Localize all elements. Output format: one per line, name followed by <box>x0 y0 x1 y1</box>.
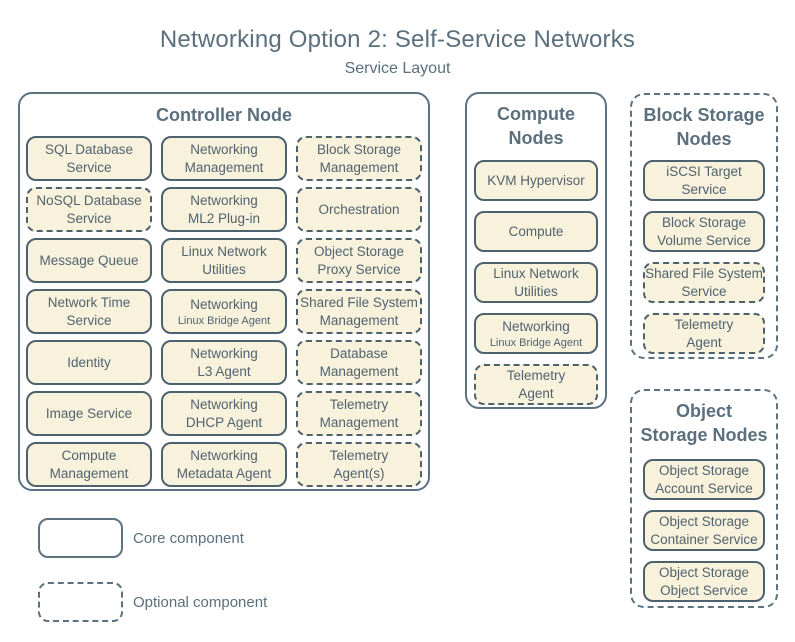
service-sql-database-service: SQL Database Service <box>26 136 152 181</box>
service-label: Networking ML2 Plug-in <box>187 192 261 226</box>
service-shared-file-system-management: Shared File System Management <box>296 289 422 334</box>
service-label: Networking L3 Agent <box>190 345 258 379</box>
service-label: Linux Network Utilities <box>181 243 267 277</box>
service-block-storage-management: Block Storage Management <box>296 136 422 181</box>
service-image-service: Image Service <box>26 391 152 436</box>
service-label: Block Storage Volume Service <box>657 214 751 248</box>
service-block-storage-volume-service: Block Storage Volume Service <box>643 211 765 252</box>
service-orchestration: Orchestration <box>296 187 422 232</box>
object-storage-nodes-group-title: Object Storage Nodes <box>640 401 768 445</box>
controller-node-services: SQL Database Service Networking Managemen… <box>20 136 428 487</box>
legend-optional-swatch <box>38 582 123 622</box>
service-sublabel: Linux Bridge Agent <box>489 336 583 349</box>
service-shared-file-system-service: Shared File System Service <box>643 262 765 303</box>
service-kvm-hypervisor: KVM Hypervisor <box>474 160 598 201</box>
service-linux-network-utilities: Linux Network Utilities <box>474 262 598 303</box>
service-object-storage-proxy-service: Object Storage Proxy Service <box>296 238 422 283</box>
service-label: Object Storage Object Service <box>658 564 750 598</box>
service-database-management: Database Management <box>296 340 422 385</box>
service-sublabel: Linux Bridge Agent <box>177 314 271 327</box>
service-telemetry-agent: Telemetry Agent <box>474 364 598 405</box>
legend-core-swatch <box>38 518 123 558</box>
service-identity: Identity <box>26 340 152 385</box>
service-label: Telemetry Agent <box>506 367 566 401</box>
service-label: KVM Hypervisor <box>487 172 585 188</box>
service-label: Networking Metadata Agent <box>176 447 272 481</box>
service-label: Block Storage Management <box>316 141 402 175</box>
service-label: Image Service <box>45 405 133 421</box>
service-networking-management: Networking Management <box>161 136 287 181</box>
service-label: Networking <box>502 318 570 334</box>
service-label: Telemetry Agent(s) <box>329 447 389 481</box>
service-label: Shared File System Service <box>645 265 763 299</box>
service-telemetry-agent: Telemetry Agent <box>643 313 765 354</box>
service-compute: Compute <box>474 211 598 252</box>
diagram-title: Networking Option 2: Self-Service Networ… <box>159 26 636 53</box>
service-linux-network-utilities: Linux Network Utilities <box>161 238 287 283</box>
diagram-subtitle: Service Layout <box>344 60 451 77</box>
service-label: NoSQL Database Service <box>36 192 142 226</box>
service-label: Telemetry Agent <box>674 316 734 350</box>
service-label: Telemetry Management <box>319 396 399 430</box>
service-label: Network Time Service <box>47 294 131 328</box>
service-nosql-database-service: NoSQL Database Service <box>26 187 152 232</box>
service-telemetry-management: Telemetry Management <box>296 391 422 436</box>
service-label: Networking DHCP Agent <box>185 396 263 430</box>
service-network-time-service: Network Time Service <box>26 289 152 334</box>
service-networking-dhcp-agent: Networking DHCP Agent <box>161 391 287 436</box>
service-label: Networking <box>190 296 258 312</box>
service-label: iSCSI Target Service <box>666 163 742 197</box>
service-label: SQL Database Service <box>44 141 134 175</box>
service-label: Networking Management <box>184 141 264 175</box>
service-networking-metadata-agent: Networking Metadata Agent <box>161 442 287 487</box>
service-compute-management: Compute Management <box>26 442 152 487</box>
service-label: Shared File System Management <box>300 294 418 328</box>
service-message-queue: Message Queue <box>26 238 152 283</box>
service-label: Database Management <box>319 345 399 379</box>
service-object-storage-object-service: Object Storage Object Service <box>643 561 765 602</box>
service-label: Compute Management <box>49 447 129 481</box>
service-iscsi-target-service: iSCSI Target Service <box>643 160 765 201</box>
legend-optional-label: Optional component <box>133 593 268 611</box>
object-storage-nodes-group: Object Storage Nodes Object Storage Acco… <box>630 389 778 608</box>
service-object-storage-account-service: Object Storage Account Service <box>643 459 765 500</box>
legend-row-core: Core component <box>38 518 267 558</box>
legend-row-optional: Optional component <box>38 582 267 622</box>
legend-core-label: Core component <box>133 529 244 547</box>
service-label: Orchestration <box>318 201 400 217</box>
service-label: Compute <box>508 223 564 239</box>
block-storage-nodes-group: Block Storage Nodes iSCSI Target Service… <box>630 93 778 359</box>
service-label: Object Storage Account Service <box>655 462 753 496</box>
service-label: Object Storage Container Service <box>650 513 758 547</box>
service-label: Identity <box>67 354 111 370</box>
service-label: Message Queue <box>39 252 139 268</box>
service-networking-l3-agent: Networking L3 Agent <box>161 340 287 385</box>
service-networking-ml2-plug-in: Networking ML2 Plug-in <box>161 187 287 232</box>
compute-nodes-group-title: Compute Nodes <box>497 104 575 148</box>
service-label: Object Storage Proxy Service <box>313 243 405 277</box>
service-object-storage-container-service: Object Storage Container Service <box>643 510 765 551</box>
controller-node-group-title: Controller Node <box>155 105 292 125</box>
block-storage-nodes-group-title: Block Storage Nodes <box>643 105 765 149</box>
service-label: Linux Network Utilities <box>493 265 579 299</box>
service-telemetry-agent-s: Telemetry Agent(s) <box>296 442 422 487</box>
legend: Core component Optional component <box>38 518 267 622</box>
